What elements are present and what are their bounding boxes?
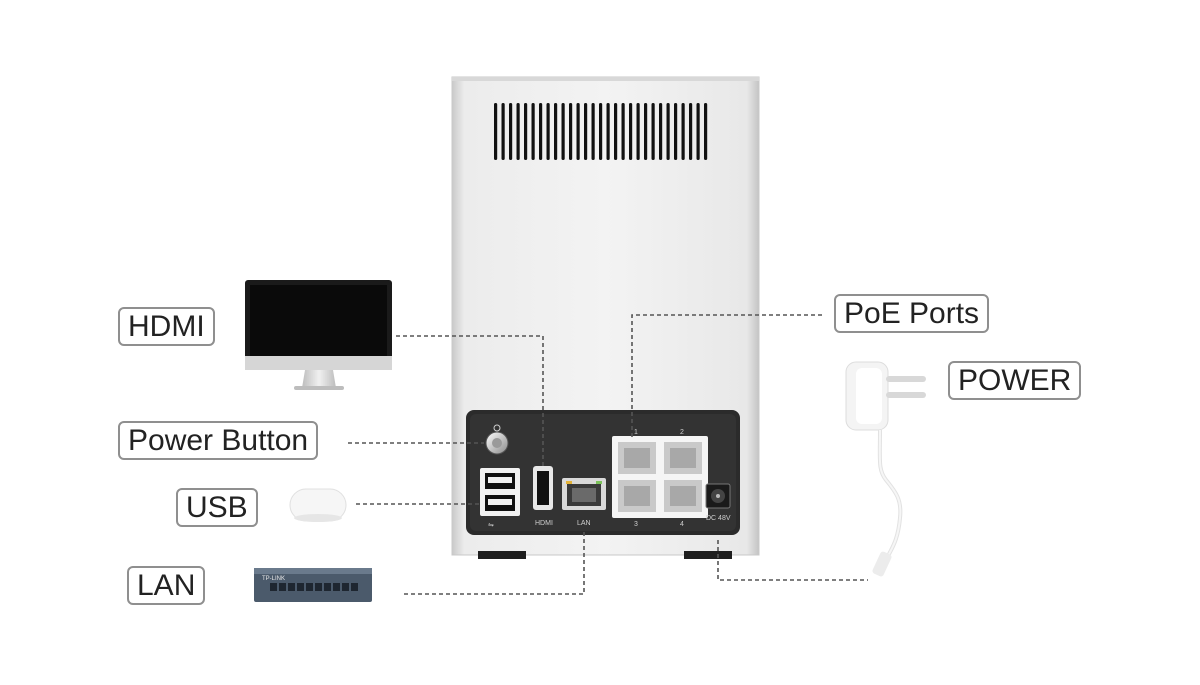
vent-slot <box>501 103 505 160</box>
foot-right <box>684 551 732 559</box>
svg-text:⇋: ⇋ <box>488 522 494 529</box>
vent-slot <box>629 103 633 160</box>
vent-slot <box>681 103 685 160</box>
dc-power-jack: DC 48V <box>705 483 731 522</box>
vent-slot <box>546 103 550 160</box>
switch-port <box>315 583 322 591</box>
vent-slot <box>606 103 610 160</box>
label-hdmi: HDMI <box>118 307 215 346</box>
vent-slot <box>666 103 670 160</box>
poe-port-4 <box>664 480 702 512</box>
label-lan: LAN <box>127 566 206 605</box>
vent-slot <box>599 103 603 160</box>
monitor-icon <box>245 280 392 390</box>
lan-port: LAN <box>562 478 606 527</box>
label-power: POWER <box>948 361 1082 400</box>
vent-slot <box>704 103 708 160</box>
nvr-top-edge <box>452 77 759 81</box>
vent-slot <box>614 103 618 160</box>
switch-port <box>306 583 313 591</box>
label-power-button: Power Button <box>118 421 319 460</box>
usb-ports: ⇋ <box>480 468 520 529</box>
nvr-device: ⇋ HDMI LAN <box>451 76 760 559</box>
poe-marking-1: 1 <box>634 429 638 436</box>
switch-port <box>342 583 349 591</box>
leader-hdmi <box>396 335 544 468</box>
usb-drive-icon <box>289 488 347 522</box>
vent-slot <box>659 103 663 160</box>
power-adapter-icon <box>845 361 926 577</box>
vent-slot <box>621 103 625 160</box>
switch-port <box>351 583 358 591</box>
lan-port-marking: LAN <box>577 520 591 527</box>
poe-port-1 <box>618 442 656 474</box>
switch-port <box>297 583 304 591</box>
vent-slot <box>644 103 648 160</box>
dc-marking: DC 48V <box>706 515 731 522</box>
back-panel: ⇋ HDMI LAN <box>466 410 740 535</box>
leader-lan <box>404 530 585 595</box>
label-usb: USB <box>176 488 258 527</box>
vent-slot <box>494 103 498 160</box>
vent-slot <box>674 103 678 160</box>
poe-marking-4: 4 <box>680 521 684 528</box>
vent-slot <box>584 103 588 160</box>
power-button-port <box>485 424 509 455</box>
hdmi-port: HDMI <box>533 466 553 527</box>
switch-port <box>279 583 286 591</box>
switch-port <box>270 583 277 591</box>
switch-port <box>333 583 340 591</box>
vent-slot <box>531 103 535 160</box>
vent-slot <box>696 103 700 160</box>
poe-marking-2: 2 <box>680 429 684 436</box>
switch-port <box>288 583 295 591</box>
poe-ports: 1 2 3 4 <box>612 429 708 528</box>
foot-left <box>478 551 526 559</box>
vent-slot <box>651 103 655 160</box>
switch-brand-text: TP-LINK <box>262 576 285 582</box>
vent-slot <box>509 103 513 160</box>
network-switch-icon: TP-LINK <box>254 568 372 602</box>
vent-slot <box>539 103 543 160</box>
vent-slot <box>569 103 573 160</box>
vent-grille <box>494 103 708 160</box>
vent-slot <box>591 103 595 160</box>
poe-marking-3: 3 <box>634 521 638 528</box>
vent-slot <box>516 103 520 160</box>
poe-port-2 <box>664 442 702 474</box>
vent-slot <box>524 103 528 160</box>
vent-slot <box>554 103 558 160</box>
switch-port <box>324 583 331 591</box>
leader-lines <box>348 314 868 595</box>
leader-power <box>717 540 868 581</box>
label-poe-ports: PoE Ports <box>834 294 990 333</box>
vent-slot <box>561 103 565 160</box>
vent-slot <box>636 103 640 160</box>
hdmi-port-marking: HDMI <box>535 520 553 527</box>
poe-port-3 <box>618 480 656 512</box>
vent-slot <box>576 103 580 160</box>
vent-slot <box>689 103 693 160</box>
leader-poe <box>631 314 822 440</box>
